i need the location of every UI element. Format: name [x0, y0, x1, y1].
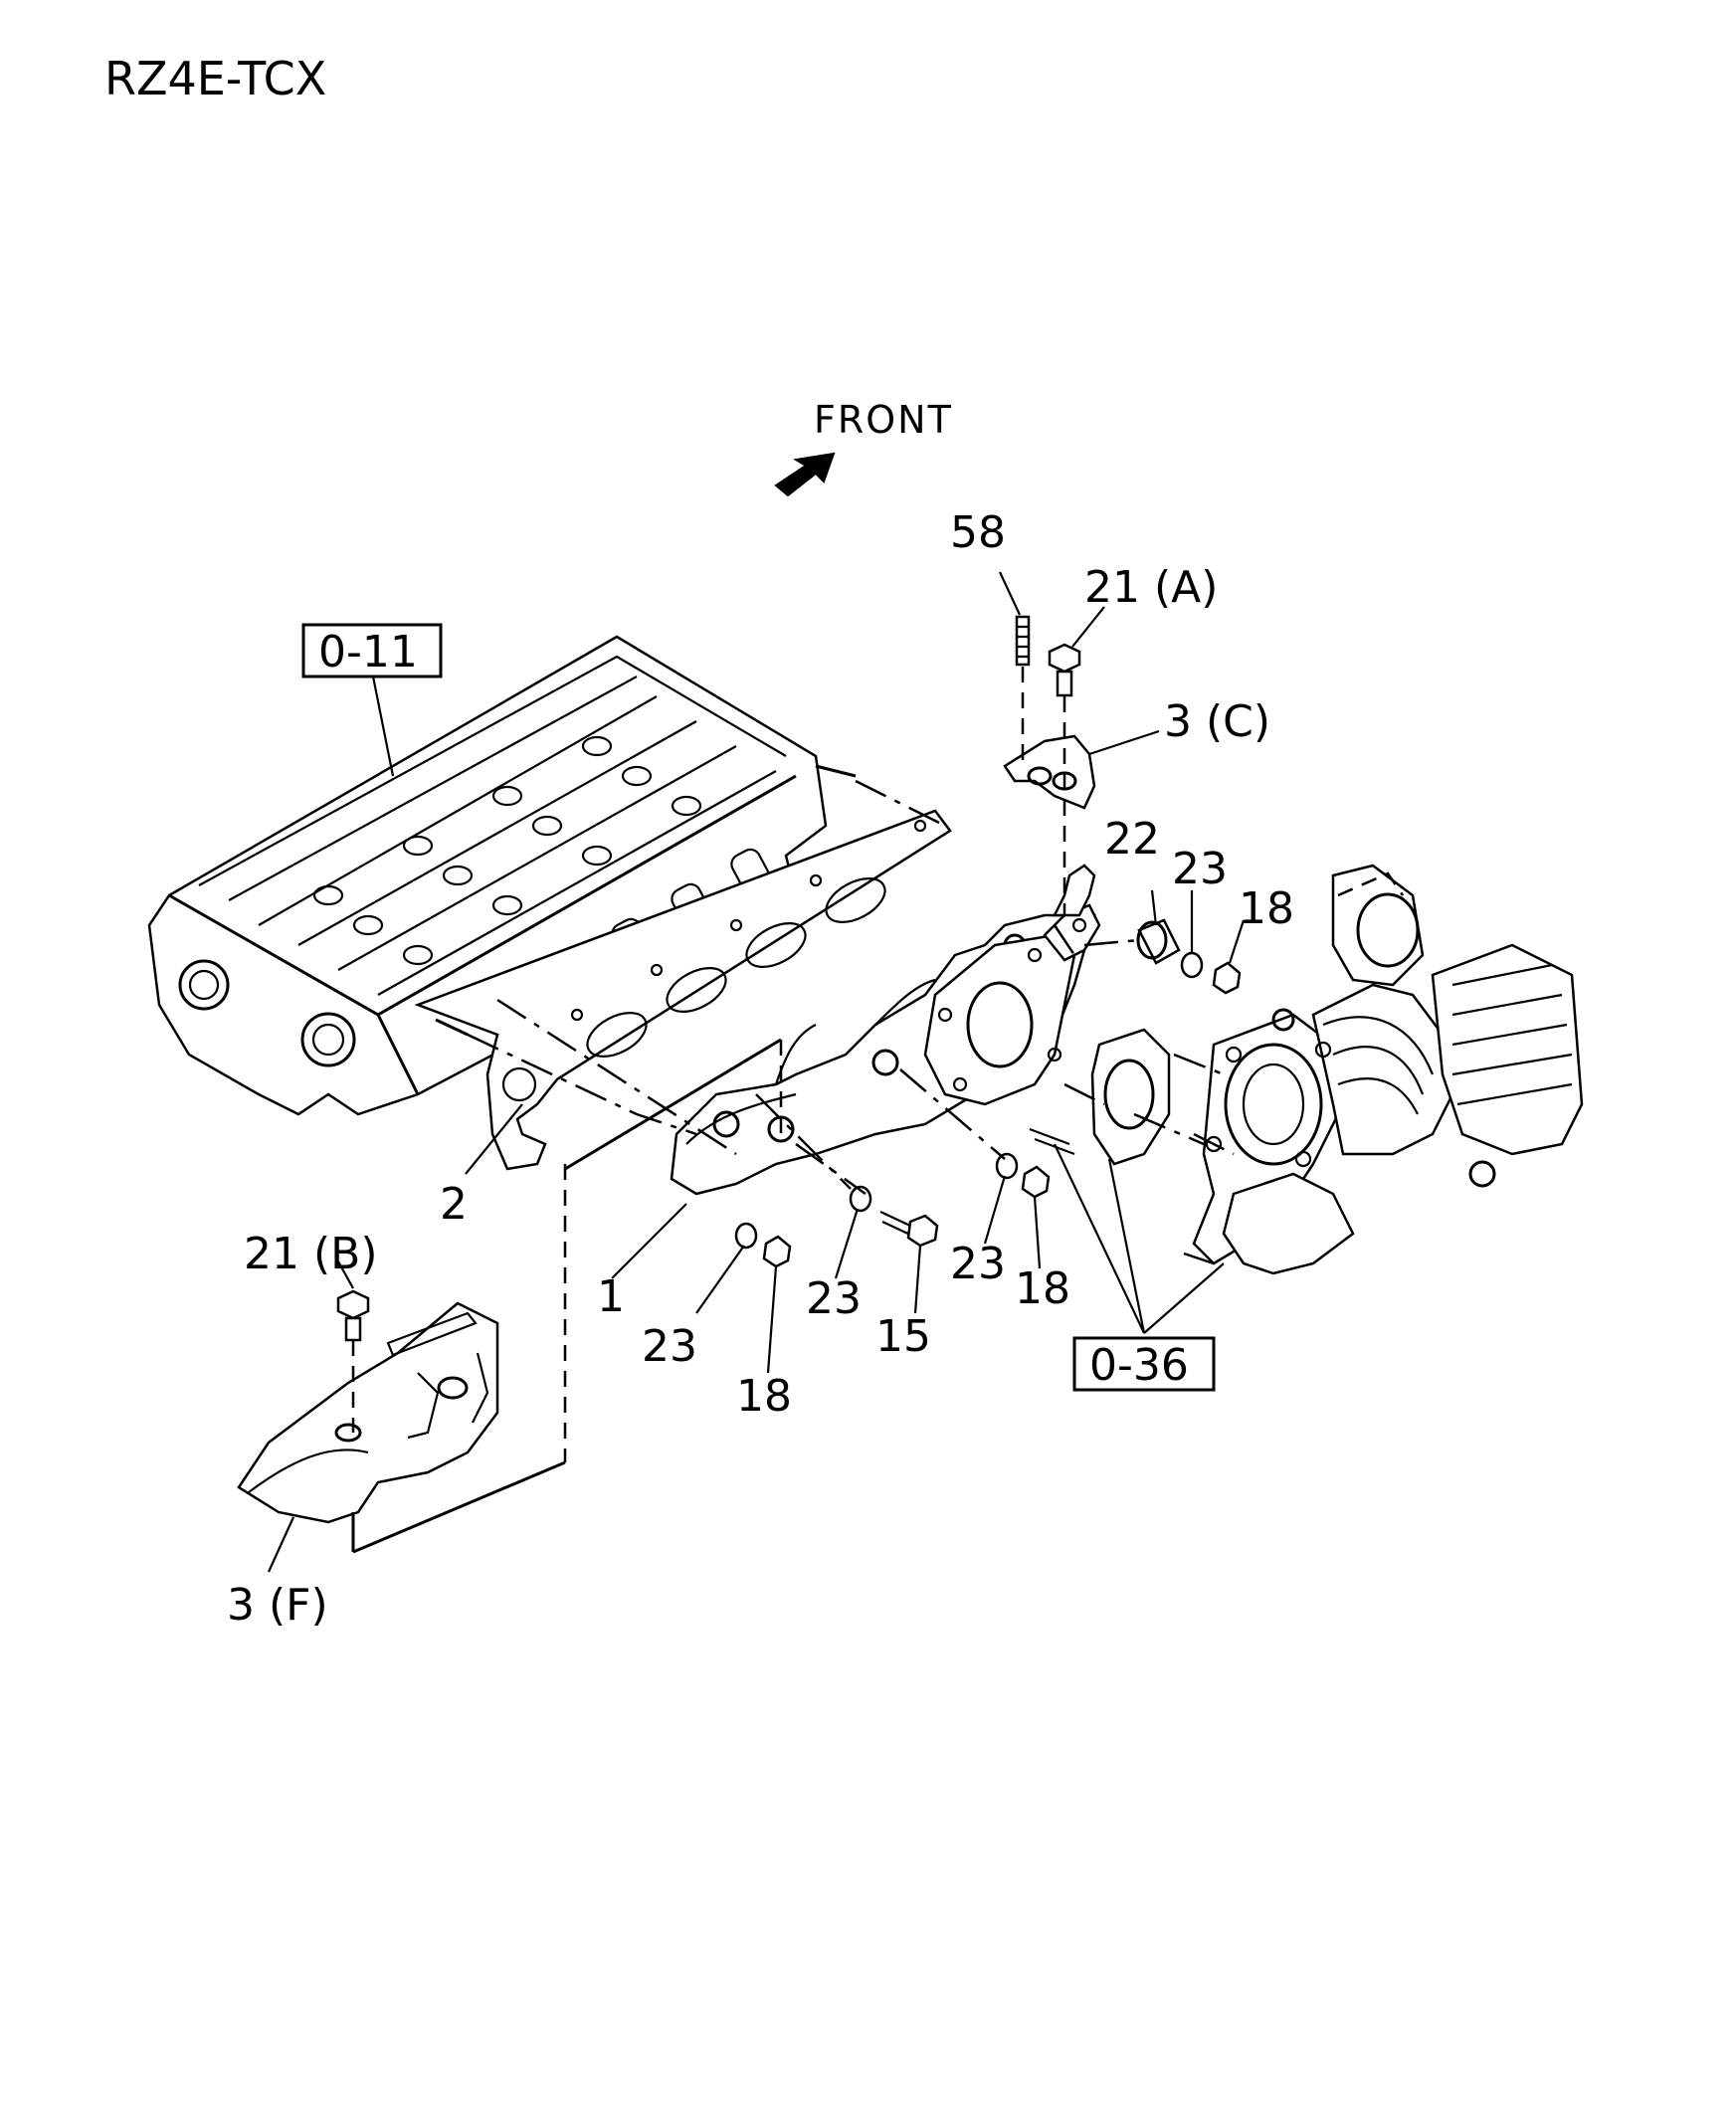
manifold-gasket — [414, 809, 952, 1171]
nut-18-a — [762, 1235, 792, 1268]
callout-18-a: 18 — [736, 1371, 792, 1422]
callout-18-c: 18 — [1015, 1263, 1070, 1314]
heat-shield-upper — [1003, 734, 1096, 810]
callout-18-top: 18 — [1239, 883, 1294, 934]
bolt-15 — [879, 1211, 939, 1248]
bolt-21b — [336, 1289, 370, 1342]
cylinder-head — [147, 635, 857, 1116]
callout-23-c: 23 — [950, 1239, 1006, 1289]
washer-23-top — [1180, 951, 1204, 979]
heat-shield-lower — [237, 1301, 499, 1524]
callout-22: 22 — [1104, 814, 1160, 865]
nut-18-c — [1021, 1165, 1051, 1199]
callout-1: 1 — [597, 1271, 625, 1322]
callout-3c: 3 (C) — [1164, 696, 1270, 747]
callout-23-a: 23 — [642, 1321, 697, 1372]
nut-18-top — [1212, 961, 1242, 995]
ref-head-label: 0-11 — [318, 627, 418, 677]
callouts: 58 21 (A) 3 (C) 22 23 18 2 1 23 18 23 15… — [227, 507, 1294, 1631]
exhaust-manifold — [670, 864, 1101, 1196]
leader-head — [371, 676, 395, 777]
bolt-21a — [1048, 643, 1081, 697]
model-title: RZ4E-TCX — [104, 52, 327, 105]
callout-21b: 21 (B) — [244, 1229, 378, 1279]
callout-23-top: 23 — [1172, 844, 1228, 894]
ref-turbo-label: 0-36 — [1089, 1340, 1189, 1391]
callout-21a: 21 (A) — [1084, 562, 1218, 613]
callout-58: 58 — [950, 507, 1006, 558]
front-arrow-icon — [774, 452, 836, 497]
ref-turbo-box: 0-36 — [1072, 1336, 1216, 1392]
ref-head-box: 0-11 — [301, 623, 443, 678]
callout-15: 15 — [875, 1311, 931, 1362]
assembly-lines — [351, 667, 1235, 1554]
stud-58 — [1015, 615, 1031, 667]
front-label: FRONT — [814, 398, 953, 442]
callout-3f: 3 (F) — [227, 1580, 328, 1631]
washer-23-c — [995, 1152, 1019, 1180]
spacer-22 — [1136, 918, 1181, 965]
leader-lines — [267, 571, 1246, 1573]
callout-2: 2 — [440, 1179, 468, 1230]
turbo-studs — [1029, 1127, 1075, 1156]
turbocharger — [1090, 864, 1584, 1275]
callout-23-b: 23 — [806, 1273, 862, 1324]
washer-23-a — [734, 1222, 758, 1250]
